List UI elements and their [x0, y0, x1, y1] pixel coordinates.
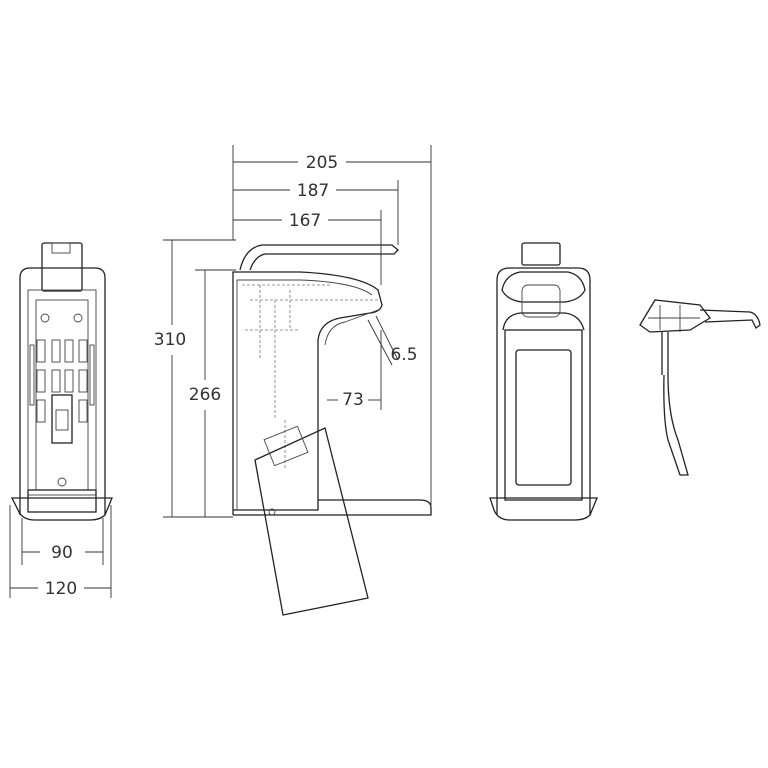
pump-assembly: [639, 299, 761, 476]
depth-height-dimensions: 205 187 167 310 266 73 6.5: [154, 145, 432, 518]
dim-overall-width: 120: [45, 579, 77, 599]
rear-view: [10, 242, 113, 521]
dim-spout-clearance: 73: [342, 390, 364, 410]
dim-body-height: 266: [189, 385, 221, 405]
dim-inner-width: 90: [51, 543, 73, 563]
dim-lever-gap: 6.5: [390, 345, 417, 365]
width-dimensions: 90 120: [9, 505, 112, 599]
dim-lever-depth: 187: [297, 181, 329, 201]
dim-spout-depth: 167: [289, 211, 321, 231]
side-view: [232, 244, 432, 616]
dim-overall-depth: 205: [306, 153, 338, 173]
dim-overall-height: 310: [154, 330, 186, 350]
front-view: [489, 242, 598, 521]
